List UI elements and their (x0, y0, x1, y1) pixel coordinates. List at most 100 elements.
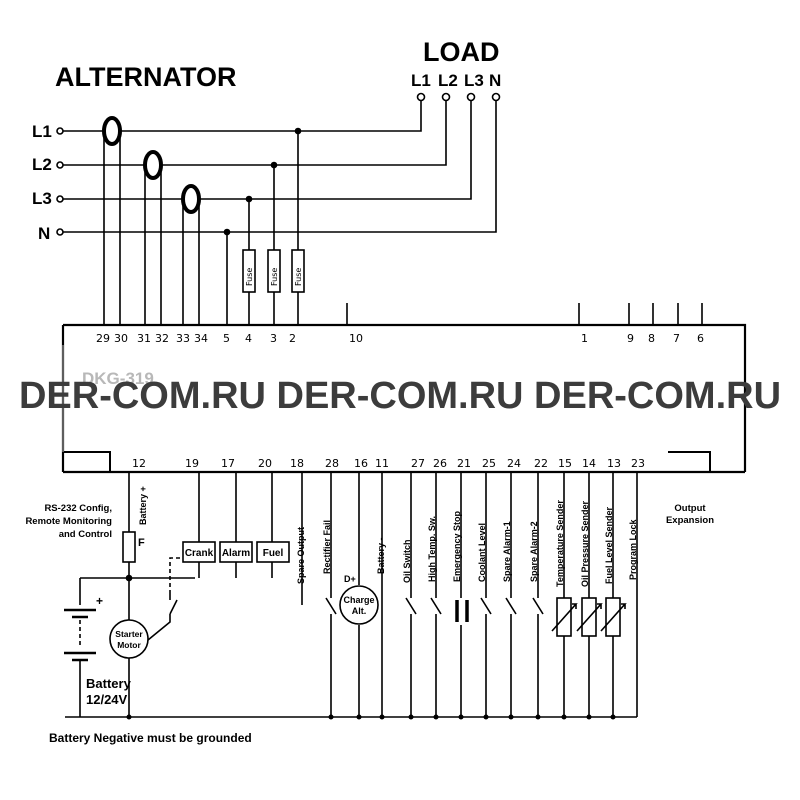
alarm-relay (219, 541, 253, 563)
svg-text:Fuel: Fuel (263, 548, 284, 559)
terminal-7: 7 (673, 332, 680, 345)
terminal-3: 3 (270, 332, 277, 345)
terminal-29: 29 (96, 332, 110, 345)
battery-symbol: + Battery 12/24V (64, 578, 132, 717)
starter-motor (109, 619, 149, 659)
terminal-10: 10 (349, 332, 363, 345)
watermark-text: DER-COM.RU DER-COM.RU DER-COM.RU (18, 375, 782, 417)
svg-text:High Temp. Sw.: High Temp. Sw. (427, 516, 437, 582)
ct-l1 (102, 116, 122, 146)
input-labels: Spare Output Rectifier Fail Battery - Oi… (296, 500, 638, 587)
load-label-n: N (489, 71, 501, 90)
svg-text:Output: Output (674, 503, 706, 514)
alt-label-l3: L3 (32, 189, 52, 208)
ct-l2 (143, 150, 163, 180)
terminal-18: 18 (290, 457, 304, 470)
svg-text:Rectifier Fail: Rectifier Fail (322, 520, 332, 574)
fuse-f-label: F (138, 537, 145, 549)
terminal-28: 28 (325, 457, 339, 470)
terminal-33: 33 (176, 332, 190, 345)
phase-lines (63, 100, 497, 233)
svg-text:Expansion: Expansion (666, 515, 714, 526)
load-label-l3: L3 (464, 71, 484, 90)
alt-label-l1: L1 (32, 122, 52, 141)
load-label-l1: L1 (411, 71, 431, 90)
terminal-15: 15 (558, 457, 572, 470)
voltage-sensing: Fuse Fuse Fuse (223, 127, 305, 325)
terminal-12: 12 (132, 457, 146, 470)
terminal-31: 31 (137, 332, 151, 345)
svg-text:Coolant Level: Coolant Level (477, 523, 487, 582)
svg-text:Crank: Crank (185, 548, 214, 559)
load-title: LOAD (423, 37, 500, 67)
svg-text:Oil Switch: Oil Switch (402, 539, 412, 583)
load-label-l2: L2 (438, 71, 458, 90)
fuel-relay (256, 541, 290, 563)
d-plus-label: D+ (344, 574, 356, 584)
battery-plus-circuit: F Battery + Starter Motor (80, 472, 195, 717)
ground-nodes (126, 714, 616, 720)
terminal-22: 22 (534, 457, 548, 470)
output-expansion-label: Output Expansion (666, 503, 714, 526)
terminal-27: 27 (411, 457, 425, 470)
battery-label: Battery (86, 676, 132, 691)
fuse-f (122, 531, 136, 563)
terminal-1: 1 (581, 332, 588, 345)
svg-text:Spare Alarm-1: Spare Alarm-1 (502, 521, 512, 582)
terminal-17: 17 (221, 457, 235, 470)
terminal-21: 21 (457, 457, 471, 470)
controller-unit: DKG-319 (61, 323, 747, 474)
battery-plus-sign: + (96, 594, 103, 608)
svg-text:Spare Output: Spare Output (296, 527, 306, 584)
fuse-1 (242, 249, 256, 293)
alternator-title: ALTERNATOR (55, 62, 237, 92)
terminal-14: 14 (582, 457, 596, 470)
fuse-2 (267, 249, 281, 293)
terminal-26: 26 (433, 457, 447, 470)
terminal-23: 23 (631, 457, 645, 470)
terminal-6: 6 (697, 332, 704, 345)
alt-label-l2: L2 (32, 155, 52, 174)
terminal-30: 30 (114, 332, 128, 345)
svg-text:Spare Alarm-2: Spare Alarm-2 (529, 521, 539, 582)
crank-relay (182, 541, 216, 563)
svg-text:Battery -: Battery - (376, 537, 386, 574)
current-transformers (102, 116, 201, 325)
svg-text:Charge: Charge (343, 595, 374, 605)
fuse-2-label: Fuse (270, 268, 279, 286)
svg-text:Temperature Sender: Temperature Sender (555, 500, 565, 587)
svg-text:Motor: Motor (117, 640, 141, 650)
terminal-19: 19 (185, 457, 199, 470)
terminal-4: 4 (245, 332, 252, 345)
relay-outputs: Crank Alarm Fuel (147, 472, 290, 641)
terminal-13: 13 (607, 457, 621, 470)
terminal-5: 5 (223, 332, 230, 345)
terminal-2: 2 (289, 332, 296, 345)
terminal-16: 16 (354, 457, 368, 470)
svg-text:Alarm: Alarm (222, 548, 250, 559)
terminal-25: 25 (482, 457, 496, 470)
load-terminals: L1 L2 L3 N (411, 71, 501, 102)
svg-text:Starter: Starter (115, 629, 143, 639)
terminal-24: 24 (507, 457, 521, 470)
controller-model: DKG-319 (82, 369, 154, 388)
alternator-terminals: L1 L2 L3 N (32, 122, 64, 243)
svg-text:Remote Monitoring: Remote Monitoring (25, 516, 112, 527)
alt-label-n: N (38, 224, 50, 243)
fuse-1-label: Fuse (245, 268, 254, 286)
terminal-8: 8 (648, 332, 655, 345)
svg-text:Emergency Stop: Emergency Stop (452, 510, 462, 582)
fuse-3-label: Fuse (294, 268, 303, 286)
svg-text:Fuel Level Sender: Fuel Level Sender (604, 506, 614, 584)
top-stubs (346, 303, 703, 325)
terminal-9: 9 (627, 332, 634, 345)
svg-text:Oil Pressure Sender: Oil Pressure Sender (580, 500, 590, 587)
terminal-20: 20 (258, 457, 272, 470)
input-circuits: Charge Alt. D+ (325, 472, 638, 717)
terminal-11: 11 (375, 457, 389, 470)
terminal-32: 32 (155, 332, 169, 345)
terminal-34: 34 (194, 332, 208, 345)
ct-l3 (181, 184, 201, 214)
bottom-terminal-labels: 12 19 17 20 18 28 16 11 27 26 21 25 24 2… (132, 457, 645, 470)
